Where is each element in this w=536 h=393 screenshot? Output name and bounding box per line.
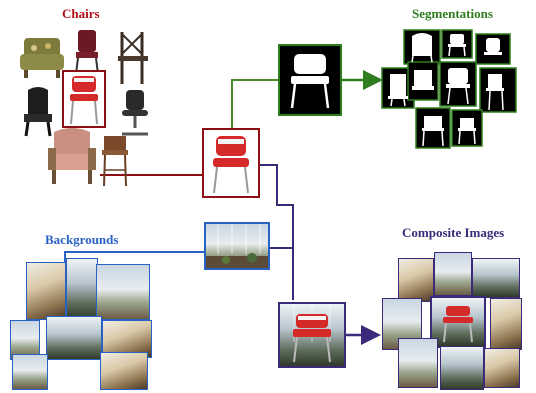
composite-thumb-2 bbox=[434, 252, 472, 296]
composite-thumb-3 bbox=[472, 258, 520, 298]
segmentations-grid bbox=[381, 29, 517, 149]
backgrounds-label: Backgrounds bbox=[45, 232, 119, 247]
segmentations-label: Segmentations bbox=[412, 6, 493, 21]
baroque-chair-image bbox=[24, 87, 52, 137]
composite-thumb-5 bbox=[430, 296, 486, 348]
composite-example-box bbox=[278, 302, 346, 368]
background-thumb-2 bbox=[66, 258, 98, 320]
background-thumb-5 bbox=[46, 316, 102, 360]
chairs-label: Chairs bbox=[62, 6, 100, 21]
composite-thumb-6 bbox=[490, 298, 522, 350]
composite-thumb-9 bbox=[484, 348, 520, 388]
crossback-chair-image bbox=[118, 32, 148, 84]
bar-stool-image bbox=[102, 136, 128, 187]
composite-chair-overlay bbox=[443, 306, 473, 343]
background-thumb-7 bbox=[12, 354, 48, 390]
composite-example-image bbox=[293, 304, 331, 363]
chair-to-mask-line bbox=[231, 79, 280, 130]
composite-thumb-1 bbox=[398, 258, 434, 302]
backgrounds-to-selected-line bbox=[64, 251, 205, 262]
composite-thumb-7 bbox=[398, 338, 438, 388]
background-thumb-4 bbox=[10, 320, 40, 360]
red-diner-chair-image bbox=[70, 76, 98, 125]
banquet-chair-image bbox=[75, 30, 99, 75]
segmentation-mask-box bbox=[278, 44, 342, 116]
pink-armchair-image bbox=[48, 128, 96, 184]
chair-mask-image bbox=[290, 54, 330, 109]
background-thumb-6 bbox=[102, 320, 152, 358]
highlighted-chair-frame bbox=[62, 70, 106, 128]
selected-chair-box bbox=[202, 128, 260, 198]
background-thumb-3 bbox=[96, 264, 150, 320]
office-chair-image bbox=[122, 90, 148, 136]
background-thumb-8 bbox=[100, 352, 148, 390]
composite-images-label: Composite Images bbox=[402, 225, 505, 240]
background-thumb-1 bbox=[26, 262, 66, 320]
composite-thumb-8 bbox=[440, 346, 484, 390]
selected-background-image bbox=[206, 224, 268, 268]
chair-to-composite-line bbox=[260, 164, 294, 300]
selected-background-box bbox=[204, 222, 270, 270]
selected-chair-image bbox=[213, 136, 249, 194]
armchair-floral-image bbox=[20, 38, 64, 78]
